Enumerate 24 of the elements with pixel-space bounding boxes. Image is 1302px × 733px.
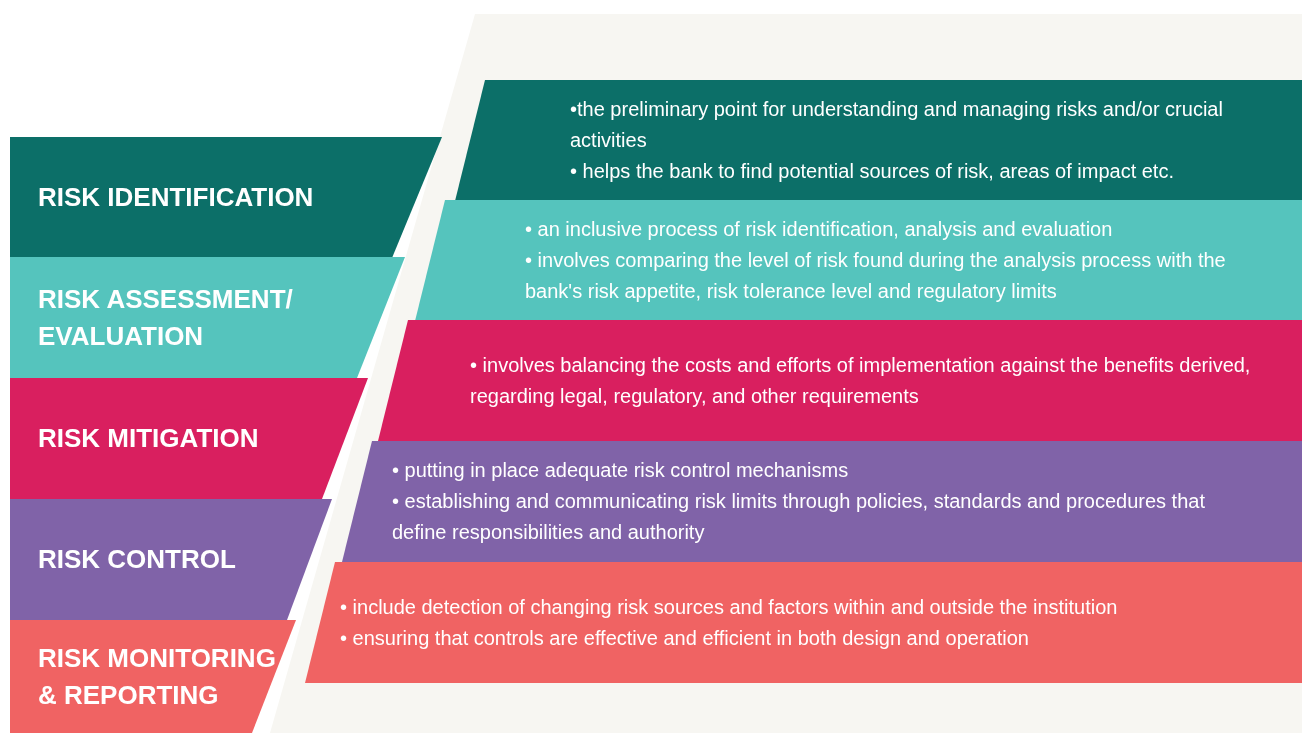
stage-band (10, 620, 296, 733)
description-band (305, 562, 1302, 683)
description-band (415, 200, 1302, 321)
description-band (455, 80, 1302, 201)
bullet-text: •the preliminary point for understanding and managing risks and/or crucial activities (570, 97, 1224, 153)
stage-band (10, 378, 368, 499)
stage-band (10, 257, 405, 378)
bullet-text: • helps the bank to find potential sources of risk, areas of impact etc. (570, 159, 1175, 184)
bullet-text: • an inclusive process of risk identification, analysis and evaluation (525, 217, 1114, 242)
bullet-text: • establishing and communicating risk limits through policies, standards and procedures that define responsibilities and authority (392, 489, 1206, 545)
stage-title: RISK MITIGATION (38, 422, 260, 455)
stage-title: RISK IDENTIFICATION (38, 181, 315, 214)
bullet-text: • include detection of changing risk sources and factors within and outside the institution (340, 594, 1119, 620)
bullet-text: • involves comparing the level of risk found during the analysis process with the bank's risk appetite, risk tolerance level and regulatory limits (525, 248, 1227, 304)
stage-title: RISK CONTROL (38, 543, 237, 576)
stage-band (10, 137, 442, 258)
description-band (342, 441, 1302, 562)
description-band (378, 320, 1302, 441)
bullet-text: • putting in place adequate risk control mechanisms (392, 458, 850, 483)
bullet-text: • ensuring that controls are effective and efficient in both design and operation (340, 625, 1030, 651)
stage-title: RISK MONITORING & REPORTING (38, 641, 277, 712)
bullet-text: • involves balancing the costs and efforts of implementation against the benefits derived, regarding legal, regulatory, and other requirements (470, 352, 1252, 409)
stage-band (10, 499, 332, 620)
stage-title: RISK ASSESSMENT/ EVALUATION (38, 282, 294, 353)
